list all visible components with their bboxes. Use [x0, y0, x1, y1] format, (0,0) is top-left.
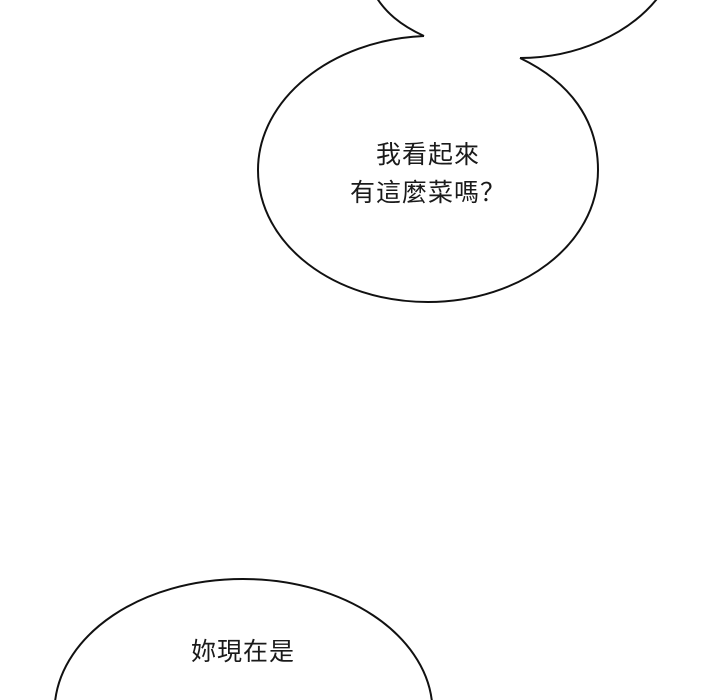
speech-bubble-top-outline [377, 0, 425, 37]
speech-bubble-bottom-text: 妳現在是 [143, 633, 343, 671]
speech-bubble-middle-outline [256, 35, 600, 304]
speech-bubble-bottom-outline [54, 577, 433, 700]
speech-bubble-top-outline-right [519, 0, 658, 59]
speech-bubble-middle [258, 36, 598, 302]
dialogue-line: 妳現在是 [190, 637, 295, 666]
dialogue-line: 有這麼菜嗎？ [349, 178, 506, 207]
speech-bubble-middle-text: 我看起來 有這麼菜嗎？ [328, 136, 528, 212]
dialogue-line: 我看起來 [375, 140, 480, 169]
